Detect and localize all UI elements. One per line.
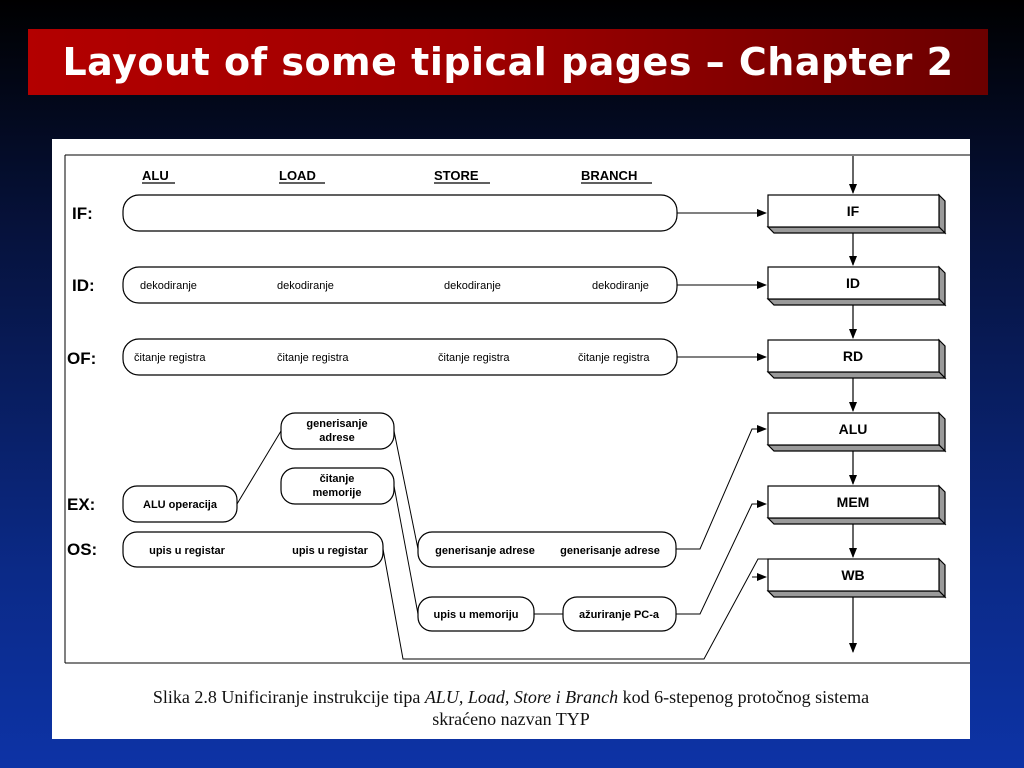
caption-italic: ALU, Load, Store i Branch: [424, 687, 619, 707]
row-label-id: ID:: [72, 276, 95, 295]
slide-title: Layout of some tipical pages – Chapter 2: [62, 40, 954, 84]
pipeline-label-if: IF: [847, 203, 860, 219]
pipeline-diagram: ALU LOAD STORE BRANCH IF: ID: OF: EX: OS…: [64, 154, 970, 664]
gen-adrese-line1: generisanje: [306, 418, 367, 430]
column-header-store: STORE: [434, 168, 479, 183]
pipeline-box-wb: [766, 557, 947, 599]
alu-operacija-text: ALU operacija: [143, 499, 218, 511]
arrow-mem: [676, 500, 767, 615]
id-text-alu: dekodiranje: [140, 280, 197, 292]
connector-citanje-to-upis-mem: [393, 485, 419, 615]
gen-adresa-text-1: generisanje adrese: [435, 545, 535, 557]
row-label-if: IF:: [72, 204, 93, 223]
upis-registar-text-2: upis u registar: [292, 545, 369, 557]
pipeline-box-if: [766, 193, 947, 235]
pipeline-label-alu: ALU: [839, 421, 868, 437]
of-text-load: čitanje registra: [277, 352, 349, 364]
azuriranje-pc-text: ažuriranje PC-a: [579, 609, 660, 621]
connector-gen-adrese-to-gen-adresa: [393, 430, 419, 550]
caption-line-2: skraćeno nazvan TYP: [432, 709, 590, 729]
pipeline-label-id: ID: [846, 275, 860, 291]
pipeline-label-wb: WB: [841, 567, 864, 583]
caption-part-1: Slika 2.8 Unificiranje instrukcije tipa: [152, 687, 425, 707]
gen-adresa-text-2: generisanje adrese: [560, 545, 660, 557]
row-label-ex: EX:: [67, 495, 95, 514]
figure-panel: ALU LOAD STORE BRANCH IF: ID: OF: EX: OS…: [52, 139, 970, 739]
id-text-branch: dekodiranje: [592, 280, 649, 292]
citanje-mem-line1: čitanje: [320, 473, 355, 485]
caption-line-1: Slika 2.8 Unificiranje instrukcije tipa …: [52, 686, 970, 708]
pipeline-box-mem: [766, 484, 947, 526]
of-text-branch: čitanje registra: [578, 352, 650, 364]
pipeline-box-alu: [766, 411, 947, 453]
id-text-load: dekodiranje: [277, 280, 334, 292]
column-header-load: LOAD: [279, 168, 316, 183]
row-label-of: OF:: [67, 349, 96, 368]
if-stage-box: [122, 194, 678, 232]
arrow-alu: [676, 425, 767, 550]
column-header-branch: BRANCH: [581, 168, 637, 183]
upis-memoriju-text: upis u memoriju: [434, 609, 519, 621]
pipeline-box-rd: [766, 338, 947, 380]
caption-part-2: kod 6-stepenog protočnog sistema: [618, 687, 870, 707]
column-header-alu: ALU: [142, 168, 169, 183]
pipeline-label-rd: RD: [843, 348, 863, 364]
gen-adrese-line2: adrese: [319, 432, 354, 444]
pipeline-label-mem: MEM: [837, 494, 870, 510]
citanje-mem-line2: memorije: [313, 487, 362, 499]
upis-registar-text-1: upis u registar: [149, 545, 226, 557]
of-text-store: čitanje registra: [438, 352, 510, 364]
connector-alu-to-gen-adrese: [236, 430, 282, 505]
id-text-store: dekodiranje: [444, 280, 501, 292]
row-label-os: OS:: [67, 540, 97, 559]
connector-upis-reg-to-wb: [382, 548, 768, 660]
figure-caption: Slika 2.8 Unificiranje instrukcije tipa …: [52, 686, 970, 730]
pipeline-box-id: [766, 265, 947, 307]
title-bar: Layout of some tipical pages – Chapter 2: [28, 29, 988, 95]
of-text-alu: čitanje registra: [134, 352, 206, 364]
